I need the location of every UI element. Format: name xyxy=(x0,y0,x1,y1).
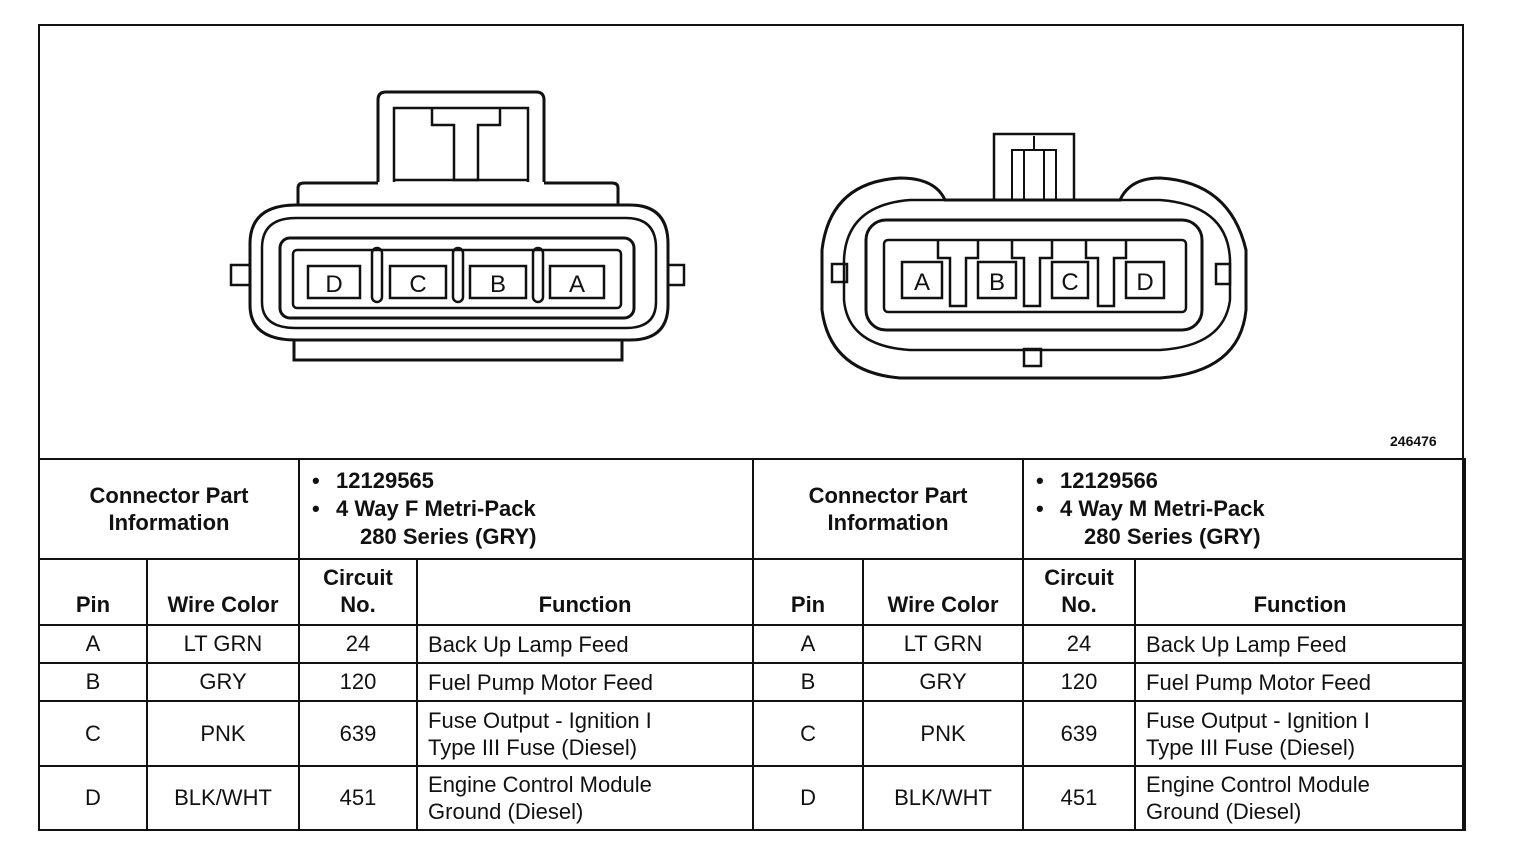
col-header-pin: Pin xyxy=(752,558,865,626)
wire-color-cell: GRY xyxy=(862,662,1025,702)
figure-id: 246476 xyxy=(1390,433,1437,449)
circuit-cell: 24 xyxy=(298,624,419,664)
left-cavity-label: A xyxy=(569,271,585,298)
pin-cell: C xyxy=(38,700,148,767)
col-header-function: Function xyxy=(1134,558,1467,626)
connector-info-row: Connector Part Information 12129565 4 Wa… xyxy=(37,458,1467,560)
right-connector-part-info: 12129566 4 Way M Metri-Pack 280 Series (… xyxy=(1022,458,1467,560)
right-cavity-label: A xyxy=(914,269,930,296)
left-cavity-label: B xyxy=(490,271,506,298)
pin-cell: C xyxy=(752,700,865,767)
circuit-cell: 120 xyxy=(1022,662,1137,702)
table-row: A LT GRN 24 Back Up Lamp Feed A LT GRN 2… xyxy=(38,624,1467,664)
left-cavity-label: C xyxy=(409,271,426,298)
wire-color-cell: BLK/WHT xyxy=(862,765,1025,831)
wire-color-cell: LT GRN xyxy=(145,624,301,664)
right-connector-face xyxy=(820,132,1248,380)
right-connector-info-label: Connector Part Information xyxy=(752,458,1025,560)
function-cell: Fuel Pump Motor Feed xyxy=(416,662,755,702)
circuit-cell: 120 xyxy=(298,662,419,702)
circuit-cell: 451 xyxy=(298,765,419,831)
circuit-cell: 639 xyxy=(298,700,419,767)
circuit-cell: 639 xyxy=(1022,700,1137,767)
left-description-line2: 280 Series (GRY) xyxy=(360,524,537,549)
left-cavity-label: D xyxy=(325,271,342,298)
pin-cell: A xyxy=(752,624,865,664)
pin-cell: B xyxy=(752,662,865,702)
left-connector-face xyxy=(229,90,686,362)
right-connector-info-text: Connector Part Information xyxy=(808,483,968,535)
wire-color-cell: BLK/WHT xyxy=(145,765,301,831)
right-cavity-label: B xyxy=(989,269,1005,296)
col-header-function: Function xyxy=(416,558,755,626)
pin-cell: D xyxy=(752,765,865,831)
right-description-line2: 280 Series (GRY) xyxy=(1084,524,1261,549)
function-cell: Back Up Lamp Feed xyxy=(1134,624,1467,664)
col-header-pin: Pin xyxy=(38,558,148,626)
connector-drawing: D C B A A B C D xyxy=(229,90,1248,380)
connector-table: Connector Part Information 12129565 4 Wa… xyxy=(37,458,1467,831)
right-cavity-label: C xyxy=(1061,269,1078,296)
pin-cell: A xyxy=(38,624,148,664)
col-header-wire-color: Wire Color xyxy=(862,558,1025,626)
circuit-cell: 24 xyxy=(1022,624,1137,664)
right-part-number: 12129566 xyxy=(1060,467,1454,495)
left-connector-part-info: 12129565 4 Way F Metri-Pack 280 Series (… xyxy=(298,458,755,560)
pin-cell: B xyxy=(38,662,148,702)
table-row: B GRY 120 Fuel Pump Motor Feed B GRY 120… xyxy=(38,662,1467,702)
left-connector-info-label: Connector Part Information xyxy=(37,458,301,560)
function-cell: Back Up Lamp Feed xyxy=(416,624,755,664)
right-description-line1: 4 Way M Metri-Pack xyxy=(1060,495,1454,523)
circuit-cell: 451 xyxy=(1022,765,1137,831)
left-connector-info-text: Connector Part Information xyxy=(89,483,249,535)
left-description-line1: 4 Way F Metri-Pack xyxy=(336,495,742,523)
left-part-number: 12129565 xyxy=(336,467,742,495)
wire-color-cell: LT GRN xyxy=(862,624,1025,664)
diagram-frame xyxy=(38,24,1464,831)
wire-color-cell: PNK xyxy=(145,700,301,767)
wire-color-cell: PNK xyxy=(862,700,1025,767)
pin-cell: D xyxy=(38,765,148,831)
right-cavity-label: D xyxy=(1136,269,1153,296)
function-cell: Fuel Pump Motor Feed xyxy=(1134,662,1467,702)
col-header-wire-color: Wire Color xyxy=(145,558,301,626)
wire-color-cell: GRY xyxy=(145,662,301,702)
